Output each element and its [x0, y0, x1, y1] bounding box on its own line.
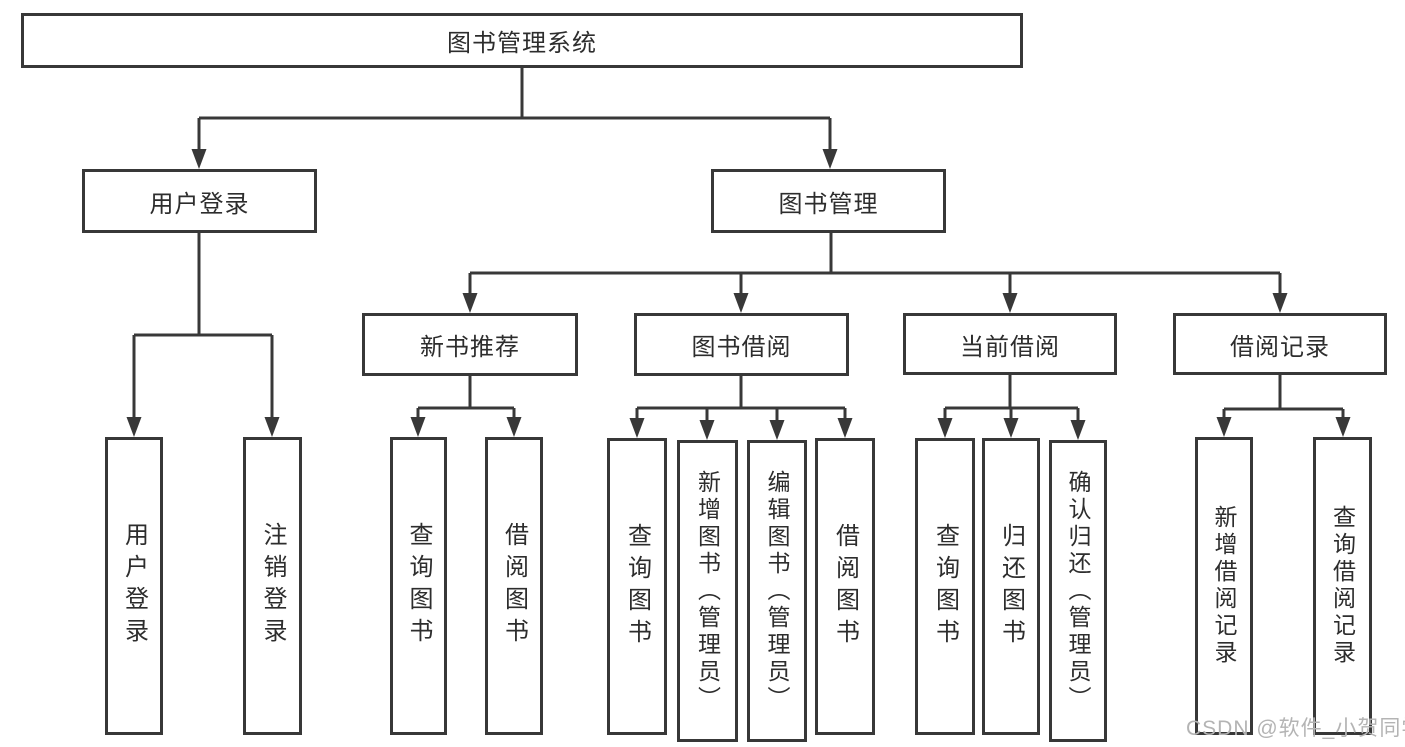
node-root: 图书管理系统 [21, 13, 1023, 68]
connector-user-login-to-leaves [126, 233, 280, 437]
section-current-borrow: 当前借阅 [903, 313, 1117, 375]
leaf-user-login: 用户登录 [105, 437, 163, 735]
connector-book-borrow-to-leaves [629, 376, 853, 440]
leaf-return-books: 归还图书 [982, 438, 1040, 735]
connector-new-books-to-leaves [410, 376, 522, 437]
leaf-query-books-3: 查询图书 [915, 438, 975, 735]
connector-root-to-level2 [191, 68, 838, 169]
connector-borrow-records-to-leaves [1216, 375, 1351, 437]
leaf-add-books-admin: 新增图书（管理员） [677, 440, 738, 742]
leaf-query-books-2: 查询图书 [607, 438, 667, 735]
section-borrow-records: 借阅记录 [1173, 313, 1387, 375]
watermark: CSDN @软件_小贺同学 [1186, 717, 1405, 740]
leaf-edit-books-admin: 编辑图书（管理员） [747, 440, 807, 742]
leaf-query-books-1: 查询图书 [390, 437, 447, 735]
branch-book-mgmt: 图书管理 [711, 169, 946, 233]
branch-user-login: 用户登录 [82, 169, 317, 233]
leaf-borrow-books-2: 借阅图书 [815, 438, 875, 735]
connector-book-mgmt-to-sections [462, 233, 1288, 313]
section-new-books: 新书推荐 [362, 313, 578, 376]
leaf-add-borrow-record: 新增借阅记录 [1195, 437, 1253, 735]
connector-current-borrow-to-leaves [937, 375, 1086, 440]
leaf-logout: 注销登录 [243, 437, 302, 735]
leaf-confirm-return-admin: 确认归还（管理员） [1049, 440, 1107, 742]
section-book-borrow: 图书借阅 [634, 313, 849, 376]
leaf-query-borrow-record: 查询借阅记录 [1313, 437, 1372, 735]
leaf-borrow-books-1: 借阅图书 [485, 437, 543, 735]
